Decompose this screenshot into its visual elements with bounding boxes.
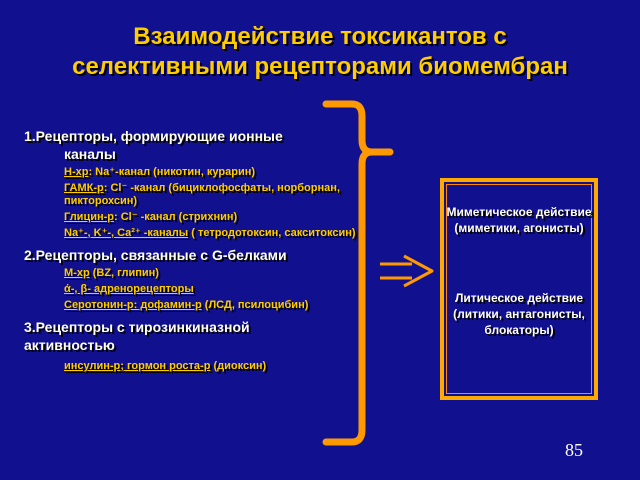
item-link[interactable]: Na⁺-, K⁺-, Ca²⁺ -каналы (64, 227, 189, 239)
list-item: ГАМК-р: Cl⁻ -канал (бициклофосфаты, норб… (24, 182, 364, 208)
item-text: (диоксин) (210, 360, 267, 372)
list-item: Глицин-р: Cl⁻ -канал (стрихнин) (24, 211, 344, 224)
lytic-line2: (литики, антагонисты, (453, 307, 585, 321)
item-text: : Cl⁻ -канал (стрихнин) (114, 211, 238, 223)
page-number: 85 (565, 440, 583, 460)
item-text: : Na⁺-канал (никотин, курарин) (88, 166, 256, 178)
section-3-heading: 3.Рецепторы с тирозинкиназной активность… (24, 318, 344, 354)
slide-title-line2: селективными рецепторами биомембран (72, 53, 568, 80)
slide-title: Взаимодействие токсикантов с селективным… (0, 22, 640, 82)
item-link[interactable]: Серотонин-р: дофамин-р (64, 299, 202, 311)
section-3-heading-line2: активностью (24, 337, 115, 353)
item-text: : Cl⁻ -канал (бициклофосфаты, норборнан,… (64, 182, 340, 207)
lytic-line3: блокаторы) (484, 323, 554, 337)
arrow-right-icon (380, 254, 434, 288)
item-link[interactable]: ά-, β- адренорецепторы (64, 283, 194, 295)
item-link[interactable]: инсулин-р; гормон роста-р (64, 360, 211, 372)
curly-brace-icon (322, 100, 394, 446)
item-link[interactable]: М-хр (64, 267, 90, 279)
section-1-heading-line1: 1.Рецепторы, формирующие ионные (24, 128, 283, 144)
effects-box: Миметическое действие (миметики, агонист… (440, 178, 598, 400)
slide-title-line1: Взаимодействие токсикантов с (133, 23, 507, 50)
item-link[interactable]: Глицин-р (64, 211, 114, 223)
lytic-effect: Литическое действие (литики, антагонисты… (444, 290, 594, 338)
section-1-heading-line2: каналы (64, 146, 116, 162)
section-3-heading-line1: 3.Рецепторы с тирозинкиназной (24, 319, 250, 335)
mimetic-line2: (миметики, агонисты) (454, 221, 584, 235)
list-item: Na⁺-, K⁺-, Ca²⁺ -каналы ( тетродотоксин,… (24, 227, 364, 240)
list-item: Н-хр: Na⁺-канал (никотин, курарин) (24, 166, 344, 179)
section-2-heading: 2.Рецепторы, связанные с G-белками (24, 247, 287, 263)
list-item: инсулин-р; гормон роста-р (диоксин) (24, 360, 344, 373)
item-text: (ЛСД, псилоцибин) (201, 299, 309, 311)
list-item: ά-, β- адренорецепторы (24, 283, 344, 296)
lytic-line1: Литическое действие (454, 291, 584, 305)
item-link[interactable]: Н-хр (64, 166, 89, 178)
list-item: Серотонин-р: дофамин-р (ЛСД, псилоцибин) (24, 299, 364, 312)
mimetic-line1: Миметическое действие (446, 205, 592, 219)
item-link[interactable]: ГАМК-р (64, 182, 104, 194)
item-text: ( тетродотоксин, сакситоксин) (188, 227, 356, 239)
item-text: (BZ, глипин) (89, 267, 159, 279)
section-1-heading: 1.Рецепторы, формирующие ионные каналы (24, 127, 344, 163)
mimetic-effect: Миметическое действие (миметики, агонист… (444, 204, 594, 236)
receptor-list: 1.Рецепторы, формирующие ионные каналы Н… (24, 127, 356, 375)
list-item: М-хр (BZ, глипин) (24, 267, 344, 280)
